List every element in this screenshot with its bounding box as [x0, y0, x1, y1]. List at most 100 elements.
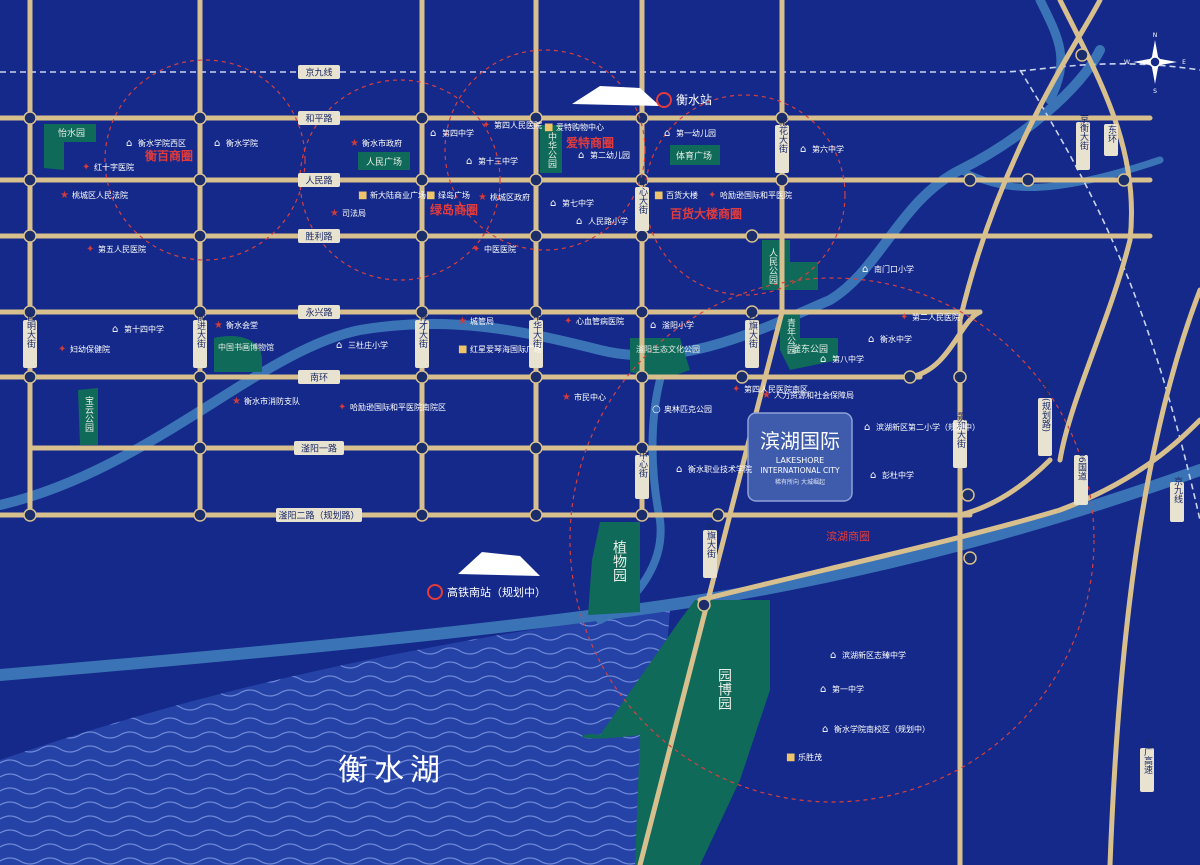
- poi-item: ★桃城区人民法院: [60, 190, 128, 201]
- poi-label: 爱特购物中心: [556, 122, 604, 132]
- road-label-fuyang2: 滏阳二路（规划路）: [276, 508, 362, 522]
- poi-label: 衡水会堂: [226, 320, 258, 330]
- poi-item: ⌂第一中学: [820, 684, 864, 695]
- district-label-aite: 爱特商圈: [566, 135, 614, 150]
- poi-label: 第一幼儿园: [676, 128, 716, 138]
- road-label-changming: [23, 320, 37, 368]
- school-icon: ⌂: [430, 128, 436, 139]
- hengshui-lake: [0, 610, 670, 865]
- station-north-label: 衡水站: [676, 93, 712, 107]
- poi-item: ★城管局: [458, 316, 494, 327]
- road-label-changming-text: 昌明大街: [25, 312, 36, 349]
- school-icon: ⌂: [126, 138, 132, 149]
- hospital-icon: ✦: [708, 190, 716, 201]
- poi-label: 妇幼保健院: [70, 344, 110, 354]
- road-label-qinghua: [775, 125, 789, 173]
- intersection-nodes: [23, 48, 1131, 612]
- road-label-dagang: [1140, 748, 1154, 792]
- poi-item: ■绿岛广场: [426, 190, 470, 201]
- road-label-dongsheng: [1038, 398, 1052, 456]
- compass-s: S: [1153, 88, 1157, 95]
- district-label-hengbai: 衡百商圈: [145, 148, 193, 163]
- poi-label: 滏阳小学: [662, 320, 694, 330]
- road-label-nanhuan: 南环: [298, 370, 340, 384]
- district-label-baihuo: 百货大楼商圈: [670, 206, 742, 221]
- road-label-jinghua: [953, 420, 967, 468]
- poi-item: ⌂南门口小学: [862, 264, 914, 275]
- school-icon: ⌂: [650, 320, 656, 331]
- school-icon: ⌂: [868, 334, 874, 345]
- poi-item: ⌂衡水中学: [868, 334, 912, 345]
- road-label-zhonghua: [529, 320, 543, 368]
- gov-icon: ★: [350, 138, 359, 149]
- poi-label: 彭杜中学: [882, 470, 914, 480]
- poi-label: 第十四中学: [124, 324, 164, 334]
- poi-label: 红星爱琴海国际广场: [470, 344, 542, 354]
- road-label-qianjin-text: 前进大街: [195, 311, 206, 349]
- project-en-2: INTERNATIONAL CITY: [760, 466, 840, 475]
- renmin-park: [762, 240, 818, 290]
- poi-item: ★桃城区政府: [478, 192, 530, 203]
- poi-label: 第六中学: [812, 144, 844, 154]
- poi-item: ★衡水会堂: [214, 320, 258, 331]
- road-label-hongqi2: [703, 530, 717, 578]
- road-label-hongqi-text: 红旗大街: [747, 311, 758, 349]
- hospital-icon: ✦: [732, 384, 740, 395]
- zhonghua-park: [540, 125, 562, 173]
- road-label-jinghua-text: 景和大街: [955, 412, 966, 449]
- poi-item: ⌂衡水学院西区: [126, 138, 186, 149]
- poi-label: 衡水学院: [226, 138, 258, 148]
- road-label-g106-text: 106国道: [1076, 445, 1087, 481]
- school-icon: ⌂: [664, 128, 670, 139]
- poi-item: ⌂ 人民路小学: [576, 216, 628, 227]
- poi-label: 滨湖新区志臻中学: [842, 650, 906, 660]
- poi-item: ✦第五人民医院: [86, 244, 146, 255]
- poi-item: ⌂第二幼儿园: [578, 150, 630, 161]
- svg-text:滏阳二路（规划路）: 滏阳二路（规划路）: [278, 510, 359, 522]
- district-labels: 衡百商圈 绿岛商圈 爱特商圈 百货大楼商圈 滨湖商圈: [145, 135, 870, 543]
- road-label-dongfeng-text: 京衡大街: [1078, 113, 1089, 151]
- school-icon: ⌂: [576, 216, 582, 227]
- poi-label: 人民路小学: [588, 216, 628, 226]
- road-label-hongqi2-text: 红旗大街: [705, 521, 716, 559]
- road-label-donghuan-text: 东环: [1106, 124, 1117, 144]
- poi-label: 衡水学院南校区（规划中）: [834, 724, 930, 734]
- poi-label: 城管局: [470, 316, 494, 326]
- compass-icon: N S E W: [1124, 32, 1186, 95]
- compass-w: W: [1124, 59, 1130, 66]
- poi-item: ⌂第十四中学: [112, 324, 164, 335]
- svg-text:南环: 南环: [310, 372, 328, 384]
- baoyun-park: [78, 388, 98, 445]
- road-label-zhongxin-text: 中心大街: [637, 177, 648, 215]
- poi-item: ✦心血管病医院: [564, 316, 624, 327]
- school-icon: ⌂: [676, 464, 682, 475]
- poi-label: 第五人民医院: [98, 244, 146, 254]
- school-icon: ⌂: [820, 354, 826, 365]
- project-name: 滨湖国际: [760, 429, 840, 453]
- poi-label: 人力资源和社会保障局: [774, 390, 854, 400]
- poi-label: 红十字医院: [94, 162, 134, 172]
- svg-text:滏阳一路: 滏阳一路: [301, 443, 337, 455]
- gov-icon: ★: [232, 396, 241, 407]
- road-label-qianjin: [193, 320, 207, 368]
- road-label-dagang-text: 大广高速: [1142, 737, 1153, 775]
- road-label-heping: 和平路: [298, 111, 340, 125]
- poi-item: ⌂彭杜中学: [870, 470, 914, 481]
- poi-item: ★衡水市消防支队: [232, 396, 300, 407]
- road-label-yucai: [415, 320, 429, 368]
- poi-item: ■乐胜茂: [786, 752, 822, 763]
- poi-item: ✦第四人民医院: [482, 120, 542, 131]
- poi-label: 第四中学: [442, 128, 474, 138]
- poi-label: 奥林匹克公园: [664, 404, 712, 414]
- gov-icon: ★: [214, 320, 223, 331]
- compass-n: N: [1153, 32, 1158, 39]
- poi-label: 三杜庄小学: [348, 340, 388, 350]
- poi-label: 第四人民医院: [494, 120, 542, 130]
- poi-item: ⌂ 第四中学: [430, 128, 474, 139]
- svg-text:永兴路: 永兴路: [305, 307, 332, 319]
- station-south: 高铁南站（规划中）: [427, 552, 546, 600]
- poi-item: ■爱特购物中心: [544, 122, 604, 133]
- park-icon: ○: [652, 404, 661, 415]
- road-label-renmin: 人民路: [298, 173, 340, 187]
